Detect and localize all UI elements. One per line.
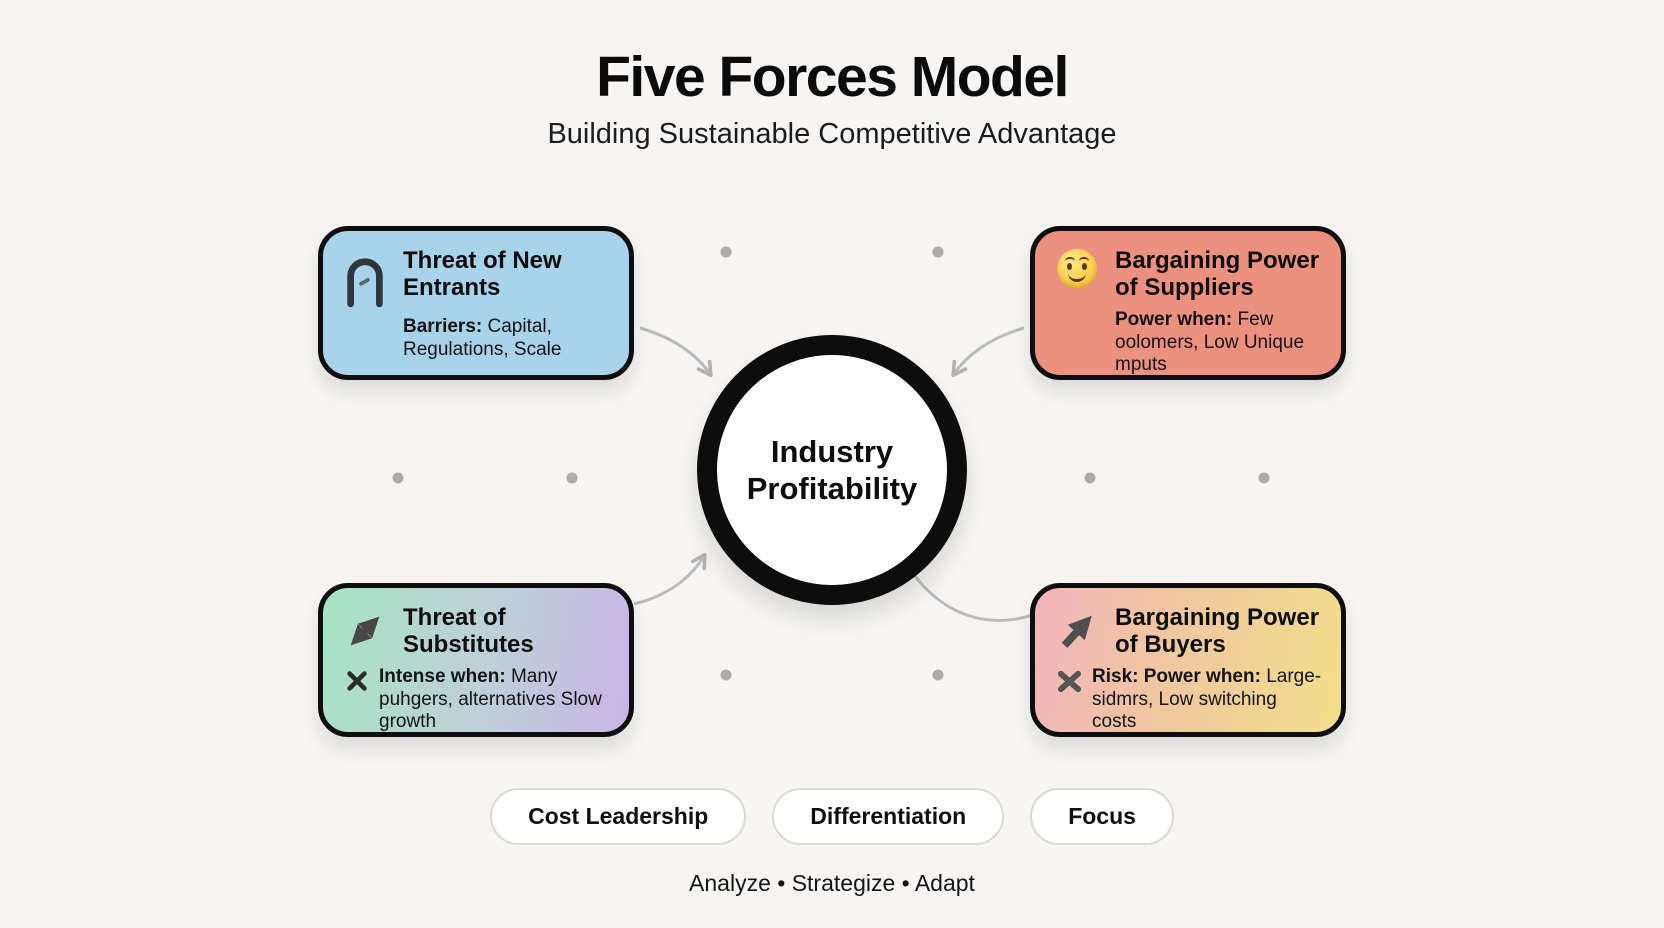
arrow-buyers-to-center: [901, 556, 1047, 622]
force-body-label: Intense when:: [379, 665, 506, 687]
crossed-x-icon: [1057, 669, 1082, 701]
force-body-text: Capital, Regulations, Scale: [403, 316, 562, 360]
force-body-label: Risk: Power when:: [1092, 665, 1261, 687]
arrow-suppliers-to-center: [951, 326, 1025, 378]
double-diagonal-arrow-icon: [341, 604, 389, 654]
force-body-text: Many puhgers, alternatives Slow growth: [379, 665, 602, 733]
industry-profitability-circle: Industry Profitability: [697, 335, 967, 605]
force-description: Power when: Few oolomers, Low Unique mpu…: [1115, 309, 1325, 377]
pill-cost-leadership[interactable]: Cost Leadership: [490, 788, 747, 845]
arrow-substitutes-to-center: [633, 552, 707, 606]
force-description: Risk: Power when: Large-sidmrs, Low swit…: [1057, 666, 1325, 734]
force-body-label: Power when:: [1115, 308, 1233, 330]
smiley-face-icon: [1053, 247, 1101, 289]
force-box-substitutes: Threat of Substitutes Intense when: Many…: [318, 583, 634, 737]
force-description: Intense when: Many puhgers, alternatives…: [345, 666, 613, 734]
force-body-text: Few oolomers, Low Unique mputs: [1115, 308, 1305, 376]
center-label-line2: Profitability: [746, 471, 918, 506]
force-box-buyers: Bargaining Power of Buyers Risk: Power w…: [1030, 583, 1346, 737]
force-box-new-entrants: Threat of New Entrants Barriers: Capital…: [318, 226, 634, 380]
door-arch-icon: [341, 247, 389, 309]
force-title: Bargaining Power of Buyers: [1115, 604, 1320, 659]
force-title: Bargaining Power of Suppliers: [1115, 247, 1320, 302]
center-label-line1: Industry: [770, 433, 894, 469]
force-description: Barriers: Capital, Regulations, Scale: [403, 316, 613, 362]
pill-focus[interactable]: Focus: [1030, 788, 1174, 845]
force-title: Threat of New Entrants: [403, 247, 562, 302]
force-box-suppliers: Bargaining Power of Suppliers Power when…: [1030, 226, 1346, 380]
pill-differentiation[interactable]: Differentiation: [772, 788, 1005, 845]
arrow-entrants-to-center: [639, 326, 713, 378]
force-body-label: Barriers:: [403, 316, 483, 337]
up-right-arrow-icon: [1053, 604, 1101, 656]
force-title: Threat of Substitutes: [403, 604, 534, 659]
page-title: Five Forces Model: [596, 45, 1069, 109]
force-body-text: Large-sidmrs, Low switching costs: [1092, 665, 1322, 733]
page-subtitle: Building Sustainable Competitive Advanta…: [547, 118, 1117, 150]
strategy-pill-row: Cost Leadership Differentiation Focus: [0, 788, 1664, 845]
x-mark-icon: [345, 669, 369, 700]
footer-tagline: Analyze • Strategize • Adapt: [689, 870, 975, 896]
